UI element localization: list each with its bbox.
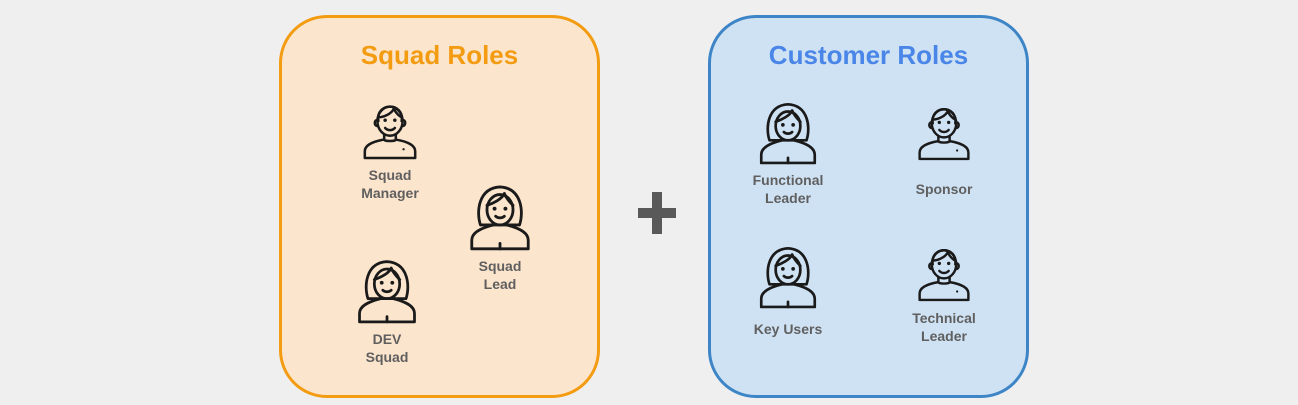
plus-icon [638, 192, 676, 234]
role-functional-leader: Functional Leader [728, 93, 848, 207]
woman-icon [464, 175, 536, 251]
role-label: Technical Leader [912, 310, 976, 344]
role-label: Sponsor [915, 181, 973, 197]
role-key-users: Key Users [728, 237, 848, 338]
woman-icon [753, 93, 823, 165]
role-dev-squad: DEV Squad [327, 250, 447, 366]
customer-roles-title: Customer Roles [768, 40, 969, 70]
man-icon [914, 235, 974, 303]
customer-roles-panel: Customer Roles Functional Leader Sponsor… [708, 15, 1029, 398]
role-squad-manager: Squad Manager [330, 92, 450, 202]
role-label: Squad Manager [361, 167, 419, 201]
role-label: Squad Lead [478, 258, 522, 292]
role-technical-leader: Technical Leader [884, 235, 1004, 345]
man-icon [914, 92, 974, 164]
role-squad-lead: Squad Lead [440, 175, 560, 293]
squad-roles-title: Squad Roles [360, 40, 519, 70]
role-label: DEV Squad [365, 331, 409, 365]
role-label: Functional Leader [752, 172, 824, 206]
woman-icon [351, 250, 423, 324]
role-sponsor: Sponsor [884, 92, 1004, 198]
woman-icon [753, 237, 823, 309]
role-label: Key Users [753, 321, 823, 337]
squad-roles-panel: Squad Roles Squad Manager Squad Lead DEV… [279, 15, 600, 398]
man-icon [359, 92, 421, 160]
